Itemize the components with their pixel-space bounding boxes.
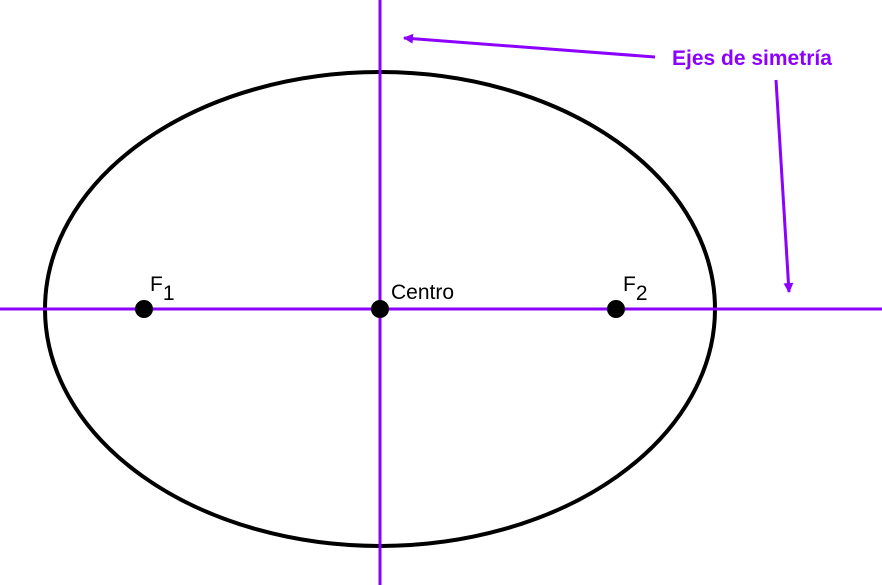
center-point — [371, 300, 389, 318]
focus-2-point — [607, 300, 625, 318]
focus-1-point — [135, 300, 153, 318]
focus-1-letter: F — [150, 273, 163, 296]
focus-2-subscript: 2 — [636, 282, 648, 305]
axes-annotation: Ejes de simetría — [672, 47, 832, 70]
focus-2-letter: F — [623, 273, 636, 296]
center-label: Centro — [391, 281, 454, 304]
focus-1-subscript: 1 — [163, 282, 175, 305]
arrow-to-horizontal-axis — [774, 79, 794, 293]
focus-1-label: F1 — [150, 273, 175, 305]
focus-2-label: F2 — [623, 273, 648, 305]
arrow-to-vertical-axis — [403, 33, 656, 59]
